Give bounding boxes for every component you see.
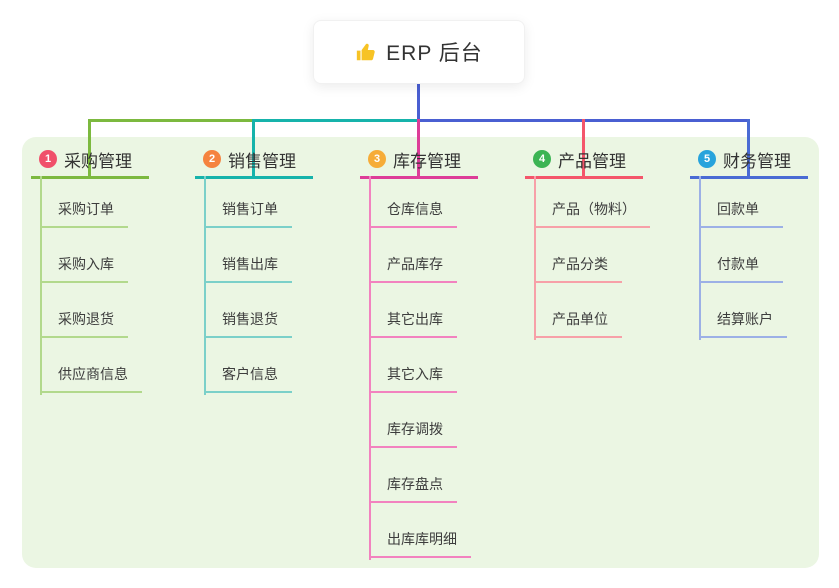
mindmap-node[interactable]: 客户信息 (204, 357, 292, 393)
mindmap-node-label: 其它入库 (387, 366, 443, 382)
mindmap-node-label: 产品库存 (387, 256, 443, 272)
mindmap-node-label: 付款单 (717, 256, 759, 272)
branch-label: 采购管理 (64, 151, 132, 171)
mindmap-node-label: 仓库信息 (387, 201, 443, 217)
mindmap-node-label: 出库库明细 (387, 531, 457, 547)
mindmap-node[interactable]: 库存盘点 (369, 467, 457, 503)
mindmap-node[interactable]: 库存调拨 (369, 412, 457, 448)
branch-underline (360, 176, 478, 179)
connector-segment (88, 119, 255, 122)
branch-number-badge: 5 (698, 150, 716, 168)
mindmap-node[interactable]: 产品分类 (534, 247, 622, 283)
branch-trunk-line (369, 176, 371, 560)
branch-drop-line (88, 119, 91, 179)
mindmap-node[interactable]: 仓库信息 (369, 192, 457, 228)
mindmap-node-label: 客户信息 (222, 366, 278, 382)
branch-drop-line (747, 119, 750, 179)
branch-drop-line (582, 119, 585, 179)
root-node[interactable]: ERP 后台 (313, 20, 525, 84)
mindmap-node-label: 采购退货 (58, 311, 114, 327)
branch-number-badge: 2 (203, 150, 221, 168)
branches-panel (22, 137, 819, 568)
mindmap-node-label: 销售出库 (222, 256, 278, 272)
branch-number-badge: 4 (533, 150, 551, 168)
mindmap-node[interactable]: 销售退货 (204, 302, 292, 338)
mindmap-node[interactable]: 其它出库 (369, 302, 457, 338)
mindmap-node[interactable]: 回款单 (699, 192, 783, 228)
branch-drop-line (252, 119, 255, 179)
mindmap-node[interactable]: 其它入库 (369, 357, 457, 393)
mindmap-node[interactable]: 采购入库 (40, 247, 128, 283)
mindmap-node[interactable]: 产品单位 (534, 302, 622, 338)
branch-trunk-line (40, 176, 42, 395)
mindmap-node[interactable]: 供应商信息 (40, 357, 142, 393)
branch-underline (195, 176, 313, 179)
mindmap-node[interactable]: 采购退货 (40, 302, 128, 338)
mindmap-node[interactable]: 结算账户 (699, 302, 787, 338)
mindmap-node-label: 回款单 (717, 201, 759, 217)
mindmap-node[interactable]: 采购订单 (40, 192, 128, 228)
thumbs-up-icon (355, 41, 377, 63)
branch-number-badge: 3 (368, 150, 386, 168)
mindmap-node-label: 采购入库 (58, 256, 114, 272)
root-label: ERP 后台 (386, 42, 483, 65)
branch-underline (690, 176, 808, 179)
branch-label: 库存管理 (393, 151, 461, 171)
mindmap-node[interactable]: 产品库存 (369, 247, 457, 283)
branch-underline (525, 176, 643, 179)
mindmap-node-label: 采购订单 (58, 201, 114, 217)
mindmap-node[interactable]: 销售订单 (204, 192, 292, 228)
mindmap-node-label: 销售订单 (222, 201, 278, 217)
branch-label: 财务管理 (723, 151, 791, 171)
mindmap-node-label: 库存盘点 (387, 476, 443, 492)
branch-title[interactable]: 5 财务管理 (698, 147, 791, 171)
mindmap-node[interactable]: 付款单 (699, 247, 783, 283)
branch-number-badge: 1 (39, 150, 57, 168)
branch-title[interactable]: 1 采购管理 (39, 147, 132, 171)
mindmap-node-label: 销售退货 (222, 311, 278, 327)
branch-trunk-line (534, 176, 536, 340)
branch-title[interactable]: 2 销售管理 (203, 147, 296, 171)
branch-drop-line (417, 119, 420, 179)
mindmap-node-label: 产品分类 (552, 256, 608, 272)
branch-title[interactable]: 4 产品管理 (533, 147, 626, 171)
branch-label: 产品管理 (558, 151, 626, 171)
mindmap-node[interactable]: 销售出库 (204, 247, 292, 283)
mindmap-node-label: 产品（物料） (552, 201, 636, 217)
branch-underline (31, 176, 149, 179)
mindmap-node[interactable]: 出库库明细 (369, 522, 471, 558)
branch-trunk-line (699, 176, 701, 340)
mindmap-node-label: 其它出库 (387, 311, 443, 327)
mindmap-node[interactable]: 产品（物料） (534, 192, 650, 228)
branch-label: 销售管理 (228, 151, 296, 171)
connector-segment (252, 119, 420, 122)
mindmap-node-label: 供应商信息 (58, 366, 128, 382)
mindmap-node-label: 结算账户 (717, 311, 773, 327)
mindmap-node-label: 库存调拨 (387, 421, 443, 437)
root-drop-line (417, 82, 420, 120)
branch-title[interactable]: 3 库存管理 (368, 147, 461, 171)
branch-trunk-line (204, 176, 206, 395)
mindmap-node-label: 产品单位 (552, 311, 608, 327)
